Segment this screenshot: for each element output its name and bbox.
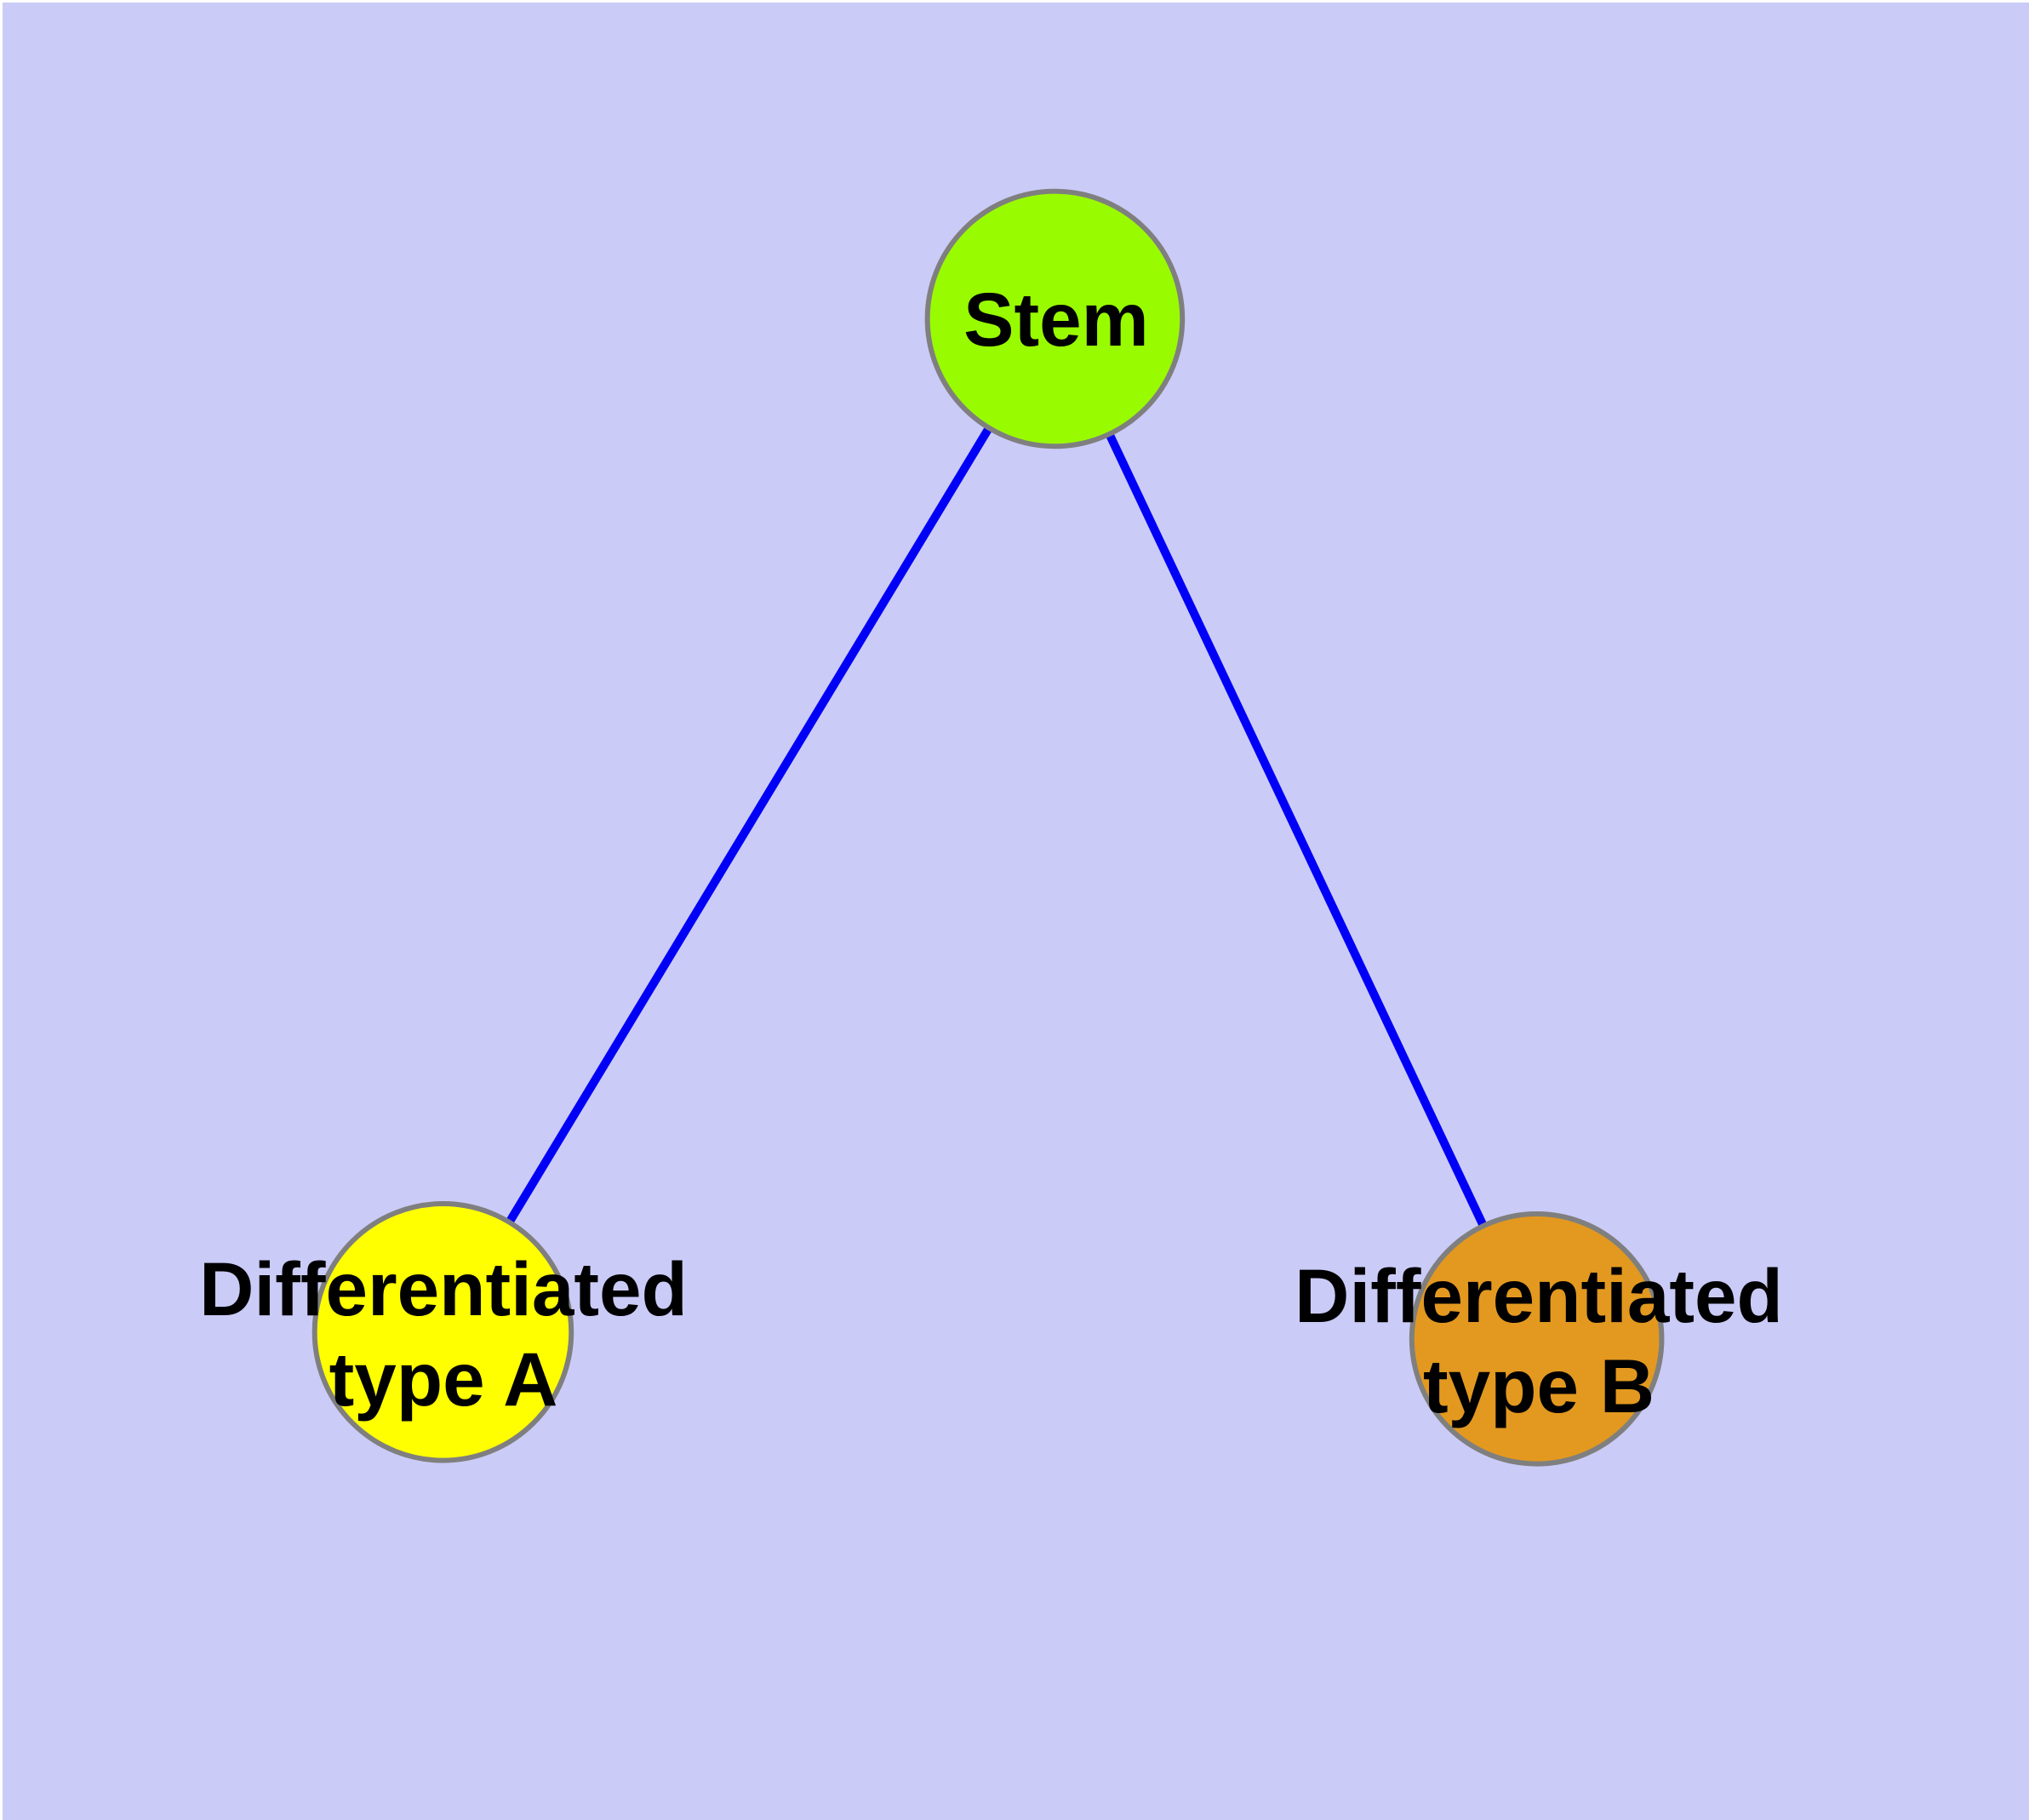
edge-stem-to-type-a bbox=[439, 316, 1059, 1335]
node-differentiated-type-b bbox=[1409, 1211, 1665, 1467]
node-differentiated-type-a bbox=[311, 1201, 574, 1463]
label-line: type A bbox=[329, 1336, 558, 1422]
graph-svg bbox=[311, 188, 1665, 1467]
label-line: Stem bbox=[963, 277, 1149, 362]
node-differentiated-type-a-label: Differentiated type A bbox=[199, 1244, 688, 1424]
node-stem bbox=[924, 188, 1186, 449]
node-stem-label: Stem bbox=[963, 274, 1149, 364]
node-differentiated-type-b-label: Differentiated type B bbox=[1295, 1251, 1783, 1431]
label-line: Differentiated bbox=[1295, 1253, 1783, 1338]
label-line: type B bbox=[1422, 1343, 1655, 1428]
edge-stem-to-type-b bbox=[1050, 317, 1541, 1341]
label-line: Differentiated bbox=[199, 1246, 688, 1331]
